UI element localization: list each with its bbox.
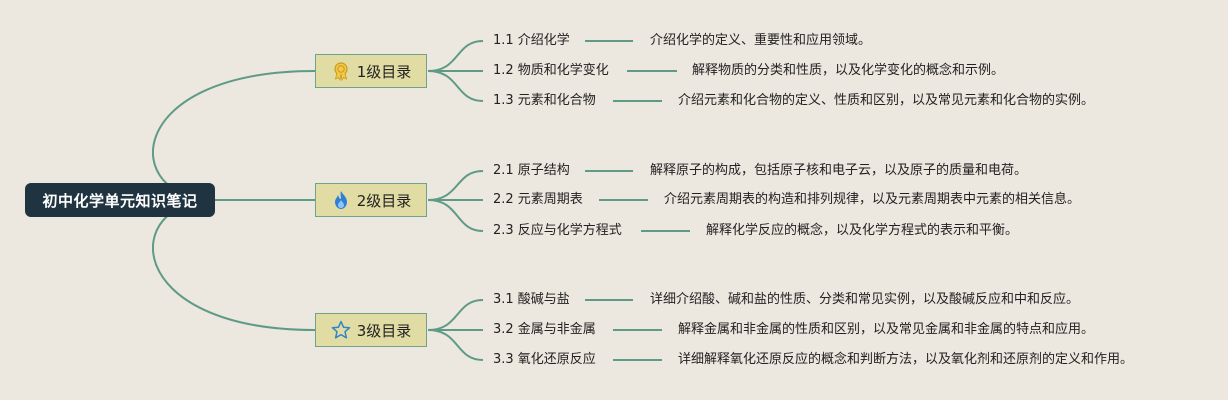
item-desc-2-2[interactable]: 介绍元素周期表的构造和排列规律，以及元素周期表中元素的相关信息。 [664, 192, 1081, 207]
connector-branch-3-item-3 [427, 329, 484, 361]
branch-label-1: 1级目录 [356, 62, 412, 81]
branch-node-3[interactable]: 3级目录 [315, 313, 427, 347]
connector-branch-2-item-1 [427, 170, 484, 201]
item-label-3-3[interactable]: 3.3 氧化还原反应 [493, 352, 596, 367]
item-label-2-1[interactable]: 2.1 原子结构 [493, 163, 570, 178]
item-desc-2-1[interactable]: 解释原子的构成，包括原子核和电子云，以及原子的质量和电荷。 [650, 163, 1028, 178]
branch-label-3: 3级目录 [356, 321, 412, 340]
award-medal-icon [331, 61, 351, 81]
item-label-2-3[interactable]: 2.3 反应与化学方程式 [493, 223, 622, 238]
item-label-3-1[interactable]: 3.1 酸碱与盐 [493, 292, 570, 307]
branch-node-1[interactable]: 1级目录 [315, 54, 427, 88]
item-label-3-2[interactable]: 3.2 金属与非金属 [493, 322, 596, 337]
item-desc-3-1[interactable]: 详细介绍酸、碱和盐的性质、分类和常见实例，以及酸碱反应和中和反应。 [650, 292, 1080, 307]
connector-branch-2-item-3 [427, 199, 484, 232]
branch-label-2: 2级目录 [356, 191, 412, 210]
item-desc-2-3[interactable]: 解释化学反应的概念，以及化学方程式的表示和平衡。 [706, 223, 1019, 238]
item-desc-3-2[interactable]: 解释金属和非金属的性质和区别，以及常见金属和非金属的特点和应用。 [678, 322, 1095, 337]
branch-node-2[interactable]: 2级目录 [315, 183, 427, 217]
connector-branch-1-item-3 [427, 70, 484, 102]
star-outline-icon [331, 320, 351, 340]
item-label-1-2[interactable]: 1.2 物质和化学变化 [493, 63, 609, 78]
root-title: 初中化学单元知识笔记 [42, 191, 198, 210]
item-label-1-1[interactable]: 1.1 介绍化学 [493, 33, 570, 48]
item-label-2-2[interactable]: 2.2 元素周期表 [493, 192, 583, 207]
root-node[interactable]: 初中化学单元知识笔记 [25, 183, 215, 217]
connector-root-branch-3 [152, 199, 316, 331]
connector-branch-1-item-1 [427, 40, 484, 72]
item-label-1-3[interactable]: 1.3 元素和化合物 [493, 93, 596, 108]
fire-icon [331, 190, 351, 210]
item-desc-1-3[interactable]: 介绍元素和化合物的定义、性质和区别，以及常见元素和化合物的实例。 [678, 93, 1095, 108]
connector-branch-3-item-1 [427, 299, 484, 331]
item-desc-1-2[interactable]: 解释物质的分类和性质，以及化学变化的概念和示例。 [692, 63, 1005, 78]
item-desc-3-3[interactable]: 详细解释氧化还原反应的概念和判断方法，以及氧化剂和还原剂的定义和作用。 [678, 352, 1134, 367]
connector-root-branch-1 [152, 70, 316, 201]
item-desc-1-1[interactable]: 介绍化学的定义、重要性和应用领域。 [650, 33, 872, 48]
